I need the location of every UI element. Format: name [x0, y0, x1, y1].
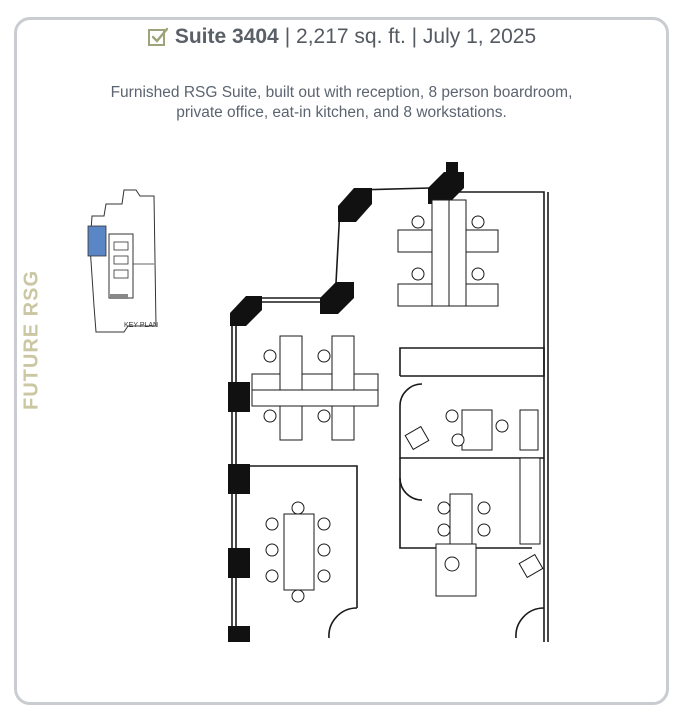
description: Furnished RSG Suite, built out with rece… [47, 83, 636, 123]
floor-plan [228, 162, 549, 642]
key-plan [87, 189, 157, 333]
key-plan-highlight [87, 225, 107, 257]
side-label: FUTURE RSG [20, 264, 44, 416]
listing-card: Suite 3404 | 2,217 sq. ft. | July 1, 202… [14, 17, 669, 705]
checkbox-icon [147, 27, 169, 46]
suite-name: Suite 3404 [174, 25, 279, 48]
header-title: Suite 3404 | 2,217 sq. ft. | July 1, 202… [136, 22, 547, 52]
description-line-2: private office, eat-in kitchen, and 8 wo… [176, 104, 507, 121]
side-label-container: FUTURE RSG [17, 264, 47, 416]
header: Suite 3404 | 2,217 sq. ft. | July 1, 202… [17, 22, 666, 52]
key-plan-label: KEY PLAN [124, 322, 159, 329]
suite-details: | 2,217 sq. ft. | July 1, 2025 [284, 25, 537, 48]
description-line-1: Furnished RSG Suite, built out with rece… [110, 84, 573, 101]
